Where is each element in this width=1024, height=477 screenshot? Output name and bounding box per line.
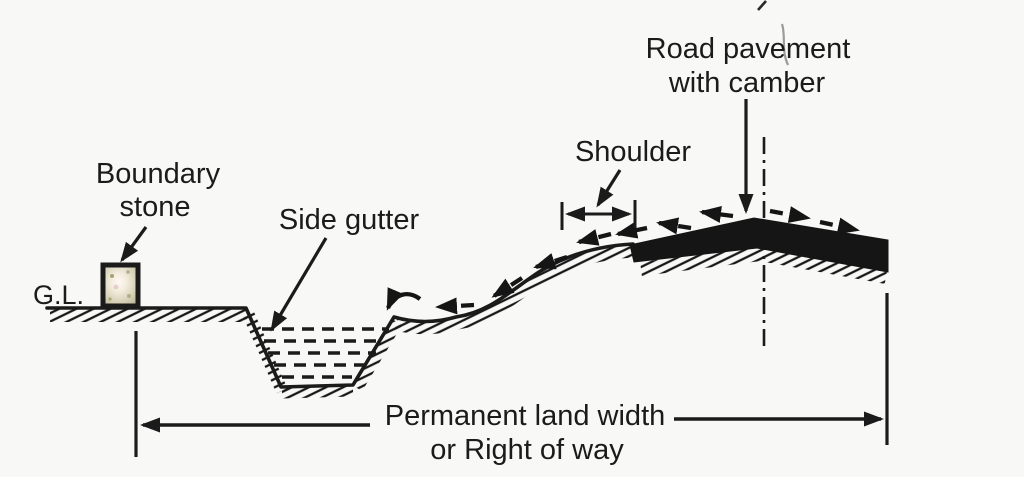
- label-boundary-stone-line1: Boundary: [96, 158, 221, 190]
- flow-arrow-hook-into-gutter: [386, 287, 422, 311]
- stone-speckle: [110, 274, 114, 278]
- label-land-width-line1: Permanent land width: [385, 400, 666, 432]
- boundary-stone-block: [100, 262, 141, 309]
- stone-speckle: [126, 270, 130, 274]
- label-pointer-arrows: [120, 99, 754, 332]
- label-road-pavement-line1: Road pavement: [646, 33, 851, 65]
- flow-arrow-left: [491, 276, 524, 298]
- flow-arrow-left: [615, 221, 648, 239]
- boundary-stone: [100, 262, 141, 309]
- hatch-gutter-bottom: [281, 383, 354, 399]
- stone-speckle: [127, 294, 131, 298]
- stone-speckle: [113, 284, 119, 290]
- hatch-slope: [394, 244, 634, 335]
- ground-surface-line: [45, 242, 635, 389]
- label-boundary-stone-line2: stone: [120, 191, 191, 223]
- stone-speckle: [108, 297, 112, 301]
- flow-arrow-left: [533, 253, 568, 270]
- flow-arrow-left: [699, 206, 734, 223]
- label-ground-level: G.L.: [33, 280, 84, 310]
- water-flow-arrows: [386, 206, 860, 315]
- hatch-under-pavement: [640, 246, 888, 284]
- road-pavement-band: [629, 217, 889, 273]
- side-gutter-pointer-arrow: [270, 237, 328, 332]
- shoulder-dimension: [560, 200, 637, 230]
- label-land-width-line2: or Right of way: [430, 434, 624, 466]
- shoulder-pointer-arrow: [596, 169, 622, 208]
- flow-arrow-left: [656, 217, 692, 235]
- boundary-stone-pointer-arrow: [120, 226, 148, 263]
- hatch-gutter-right-bank: [351, 318, 403, 392]
- label-side-gutter: Side gutter: [279, 204, 420, 236]
- label-shoulder: Shoulder: [575, 136, 691, 168]
- stray-pen-mark: [780, 23, 790, 66]
- flow-arrow-left: [435, 297, 475, 315]
- land-width-dimension: [134, 293, 889, 457]
- scan-stray-marks: [757, 0, 790, 66]
- stray-mark: [757, 0, 767, 11]
- label-road-pavement-line2: with camber: [668, 67, 826, 99]
- flow-arrow-right: [769, 206, 811, 223]
- flow-arrow-right: [819, 217, 860, 235]
- ground-hatching: [50, 244, 888, 399]
- flow-arrow-left: [576, 229, 612, 246]
